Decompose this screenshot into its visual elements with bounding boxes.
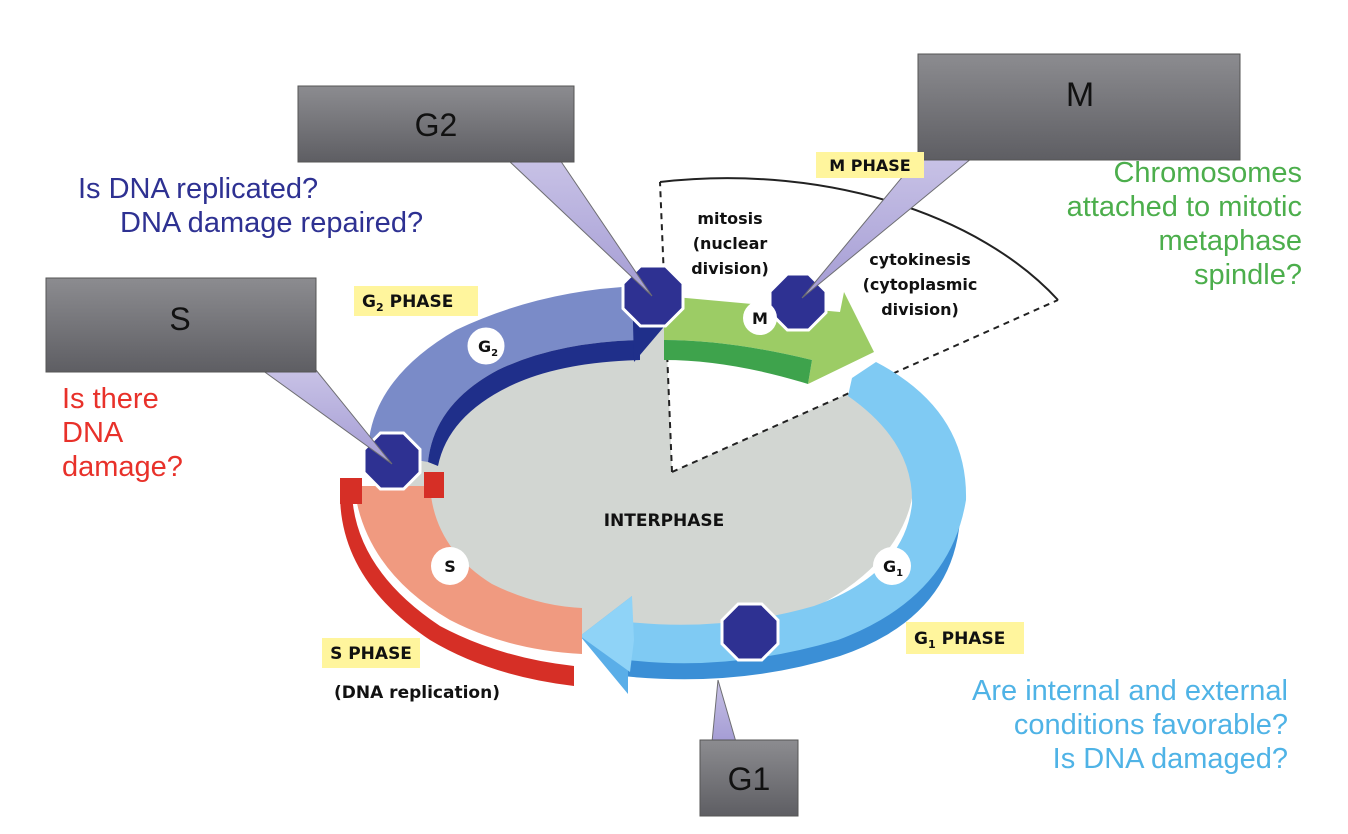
callout-s-box	[45, 277, 317, 373]
m-phase-highlight	[816, 152, 924, 178]
g1-question-line-2: conditions favorable?	[1013, 709, 1288, 741]
m-question-line-3: metaphase	[1158, 225, 1303, 257]
s-band-start-cap-right	[424, 472, 444, 498]
s-marker-label: S	[444, 557, 456, 576]
g1-question: Are internal and external conditions fav…	[860, 674, 1288, 776]
callout-g1-label: G1	[728, 761, 771, 797]
mitosis-label-line-2: (nuclear	[693, 234, 768, 253]
s-phase-label: S PHASE	[330, 644, 412, 664]
s-phase-highlight	[322, 638, 420, 668]
callout-g2-pointer	[506, 159, 653, 297]
g1-marker-label: G1	[883, 557, 903, 579]
cytokinesis-label-line-3: division)	[881, 300, 959, 319]
m-marker	[743, 301, 777, 335]
s-question-line-1: Is there	[62, 383, 159, 415]
callout-g2-label: G2	[415, 107, 458, 143]
callout-s-pointer	[260, 369, 393, 465]
m-question-line-2: attached to mitotic	[1066, 191, 1302, 223]
mitosis-label-line-1: mitosis	[697, 209, 762, 228]
g2-marker	[466, 326, 506, 366]
m-question-line-4: spindle?	[1193, 259, 1302, 291]
g1-marker	[873, 547, 911, 585]
m-question: Chromosomes attached to mitotic metaphas…	[1010, 156, 1302, 292]
g2-question: Is DNA replicated? DNA damage repaired?	[78, 172, 423, 240]
interphase-label: INTERPHASE	[604, 511, 725, 531]
m-band-side	[664, 340, 812, 384]
cytokinesis-label-line-2: (cytoplasmic	[863, 275, 978, 294]
callout-m-box	[917, 53, 1241, 161]
m-marker-label: M	[752, 309, 768, 328]
callout-g1-pointer	[711, 679, 737, 743]
s-question-line-2: DNA	[62, 417, 124, 449]
g2-phase-highlight	[354, 286, 478, 316]
g1-band	[628, 362, 967, 664]
g1-question-line-1: Are internal and external	[972, 675, 1288, 707]
mitosis-label-line-3: division)	[691, 259, 769, 278]
callout-m-label: M	[1066, 76, 1094, 114]
s-band-start-cap-left	[340, 478, 362, 504]
g1-question-line-3: Is DNA damaged?	[1052, 743, 1288, 775]
cytokinesis-label-line-1: cytokinesis	[869, 250, 970, 269]
callout-s-label: S	[169, 301, 190, 337]
callout-g2-box	[297, 85, 575, 163]
g2-question-line-2: DNA damage repaired?	[120, 207, 424, 239]
g1-phase-highlight	[906, 622, 1024, 654]
g2-band-side	[428, 340, 640, 466]
m-question-line-1: Chromosomes	[1113, 157, 1302, 189]
s-phase-subtitle: (DNA replication)	[334, 683, 500, 703]
s-question-line-3: damage?	[62, 451, 183, 483]
m-phase-label: M PHASE	[829, 156, 910, 175]
s-marker	[431, 547, 469, 585]
g2-band	[368, 286, 640, 462]
s-question: Is there DNA damage?	[62, 382, 183, 484]
g2-marker-label: G2	[478, 337, 498, 359]
checkpoint-g1	[720, 602, 780, 662]
s-band-side	[340, 494, 574, 686]
g2-question-line-1: Is DNA replicated?	[78, 173, 319, 205]
callout-g1-box	[699, 739, 799, 817]
g1-arrowhead-face	[580, 596, 634, 672]
